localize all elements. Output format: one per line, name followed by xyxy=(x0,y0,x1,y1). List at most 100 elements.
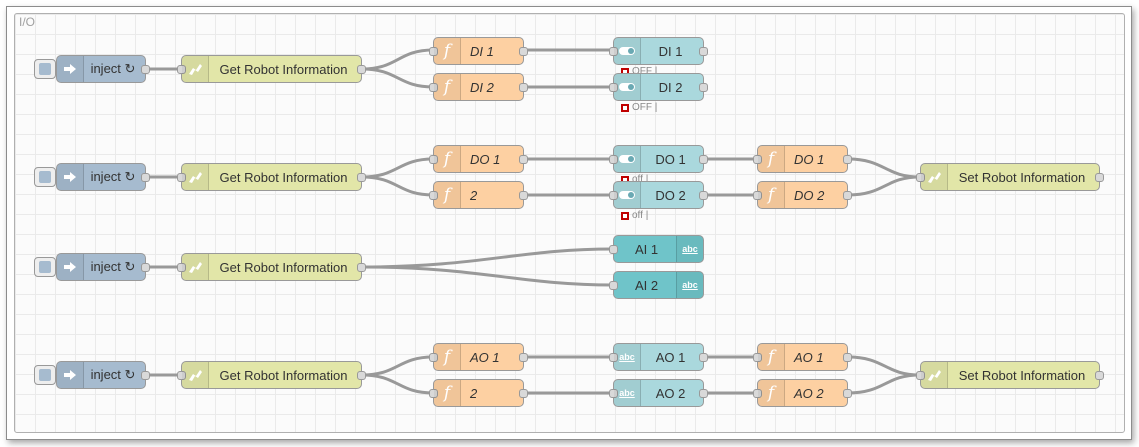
input-port[interactable] xyxy=(429,47,438,56)
output-port[interactable] xyxy=(519,83,528,92)
output-port[interactable] xyxy=(843,155,852,164)
wire xyxy=(847,373,921,395)
input-port[interactable] xyxy=(916,173,925,182)
output-port[interactable] xyxy=(141,173,150,182)
inject-trigger-button[interactable] xyxy=(34,257,56,277)
input-port[interactable] xyxy=(609,389,618,398)
function-node[interactable]: f 2 xyxy=(429,181,528,209)
input-port[interactable] xyxy=(753,389,762,398)
function-icon: f xyxy=(434,74,461,100)
function-icon: f xyxy=(434,344,461,370)
function-node[interactable]: f AO 1 xyxy=(429,343,528,371)
inject-trigger-button[interactable] xyxy=(34,167,56,187)
dashboard-text-input-node[interactable]: abc AO 1 xyxy=(609,343,708,371)
output-port[interactable] xyxy=(1095,173,1104,182)
function-node[interactable]: f DO 1 xyxy=(753,145,852,173)
input-port[interactable] xyxy=(609,155,618,164)
input-port[interactable] xyxy=(916,371,925,380)
node-label: DI 2 xyxy=(470,79,494,95)
output-port[interactable] xyxy=(357,263,366,272)
robot-icon xyxy=(921,362,948,388)
inject-trigger-button[interactable] xyxy=(34,59,56,79)
wire xyxy=(361,265,614,287)
input-port[interactable] xyxy=(609,353,618,362)
output-port[interactable] xyxy=(843,353,852,362)
function-icon: f xyxy=(758,182,785,208)
input-port[interactable] xyxy=(609,281,618,290)
dashboard-switch-node[interactable]: DI 2 xyxy=(609,73,708,101)
input-port[interactable] xyxy=(753,191,762,200)
output-port[interactable] xyxy=(141,263,150,272)
dashboard-text-node[interactable]: AI 1 abc xyxy=(609,235,704,263)
output-port[interactable] xyxy=(699,155,708,164)
input-port[interactable] xyxy=(429,191,438,200)
input-port[interactable] xyxy=(429,155,438,164)
output-port[interactable] xyxy=(699,47,708,56)
robot-info-node[interactable]: Get Robot Information xyxy=(177,55,366,83)
output-port[interactable] xyxy=(519,47,528,56)
function-node[interactable]: f DO 2 xyxy=(753,181,852,209)
input-port[interactable] xyxy=(177,263,186,272)
dashboard-switch-node[interactable]: DO 1 xyxy=(609,145,708,173)
output-port[interactable] xyxy=(519,389,528,398)
function-node[interactable]: f AO 1 xyxy=(753,343,852,371)
robot-info-node[interactable]: Get Robot Information xyxy=(177,253,366,281)
output-port[interactable] xyxy=(1095,371,1104,380)
inject-node[interactable]: inject ↻ xyxy=(56,253,150,281)
text-abc-icon: abc xyxy=(614,380,641,406)
function-node[interactable]: f DI 2 xyxy=(429,73,528,101)
function-node[interactable]: f DI 1 xyxy=(429,37,528,65)
output-port[interactable] xyxy=(357,173,366,182)
dashboard-text-input-node[interactable]: abc AO 2 xyxy=(609,379,708,407)
node-label: Get Robot Information xyxy=(219,61,348,77)
input-port[interactable] xyxy=(609,245,618,254)
output-port[interactable] xyxy=(843,191,852,200)
set-robot-info-node[interactable]: Set Robot Information xyxy=(916,163,1104,191)
function-node[interactable]: f AO 2 xyxy=(753,379,852,407)
function-node[interactable]: f 2 xyxy=(429,379,528,407)
input-port[interactable] xyxy=(429,83,438,92)
output-port[interactable] xyxy=(357,371,366,380)
input-port[interactable] xyxy=(753,353,762,362)
output-port[interactable] xyxy=(699,83,708,92)
set-robot-info-node[interactable]: Set Robot Information xyxy=(916,361,1104,389)
output-port[interactable] xyxy=(699,353,708,362)
dashboard-switch-node[interactable]: DO 2 xyxy=(609,181,708,209)
input-port[interactable] xyxy=(429,389,438,398)
input-port[interactable] xyxy=(177,173,186,182)
input-port[interactable] xyxy=(177,65,186,74)
node-label: AI 2 xyxy=(634,277,659,293)
dashboard-switch-node[interactable]: DI 1 xyxy=(609,37,708,65)
input-port[interactable] xyxy=(609,83,618,92)
input-port[interactable] xyxy=(429,353,438,362)
robot-info-node[interactable]: Get Robot Information xyxy=(177,361,366,389)
robot-icon xyxy=(182,56,209,82)
robot-info-node[interactable]: Get Robot Information xyxy=(177,163,366,191)
output-port[interactable] xyxy=(699,389,708,398)
output-port[interactable] xyxy=(519,155,528,164)
inject-trigger-button[interactable] xyxy=(34,365,56,385)
inject-node[interactable]: inject ↻ xyxy=(56,55,150,83)
node-label: DI 1 xyxy=(658,43,683,59)
wire xyxy=(361,48,434,71)
output-port[interactable] xyxy=(141,65,150,74)
input-port[interactable] xyxy=(609,191,618,200)
inject-node[interactable]: inject ↻ xyxy=(56,361,150,389)
wire xyxy=(847,157,921,179)
output-port[interactable] xyxy=(141,371,150,380)
output-port[interactable] xyxy=(843,389,852,398)
input-port[interactable] xyxy=(177,371,186,380)
group-label: I/O xyxy=(19,15,36,29)
dashboard-text-node[interactable]: AI 2 abc xyxy=(609,271,704,299)
wire xyxy=(361,175,434,197)
output-port[interactable] xyxy=(699,191,708,200)
input-port[interactable] xyxy=(753,155,762,164)
output-port[interactable] xyxy=(519,353,528,362)
inject-node[interactable]: inject ↻ xyxy=(56,163,150,191)
function-node[interactable]: f DO 1 xyxy=(429,145,528,173)
input-port[interactable] xyxy=(609,47,618,56)
node-label: Get Robot Information xyxy=(219,259,348,275)
output-port[interactable] xyxy=(357,65,366,74)
output-port[interactable] xyxy=(519,191,528,200)
